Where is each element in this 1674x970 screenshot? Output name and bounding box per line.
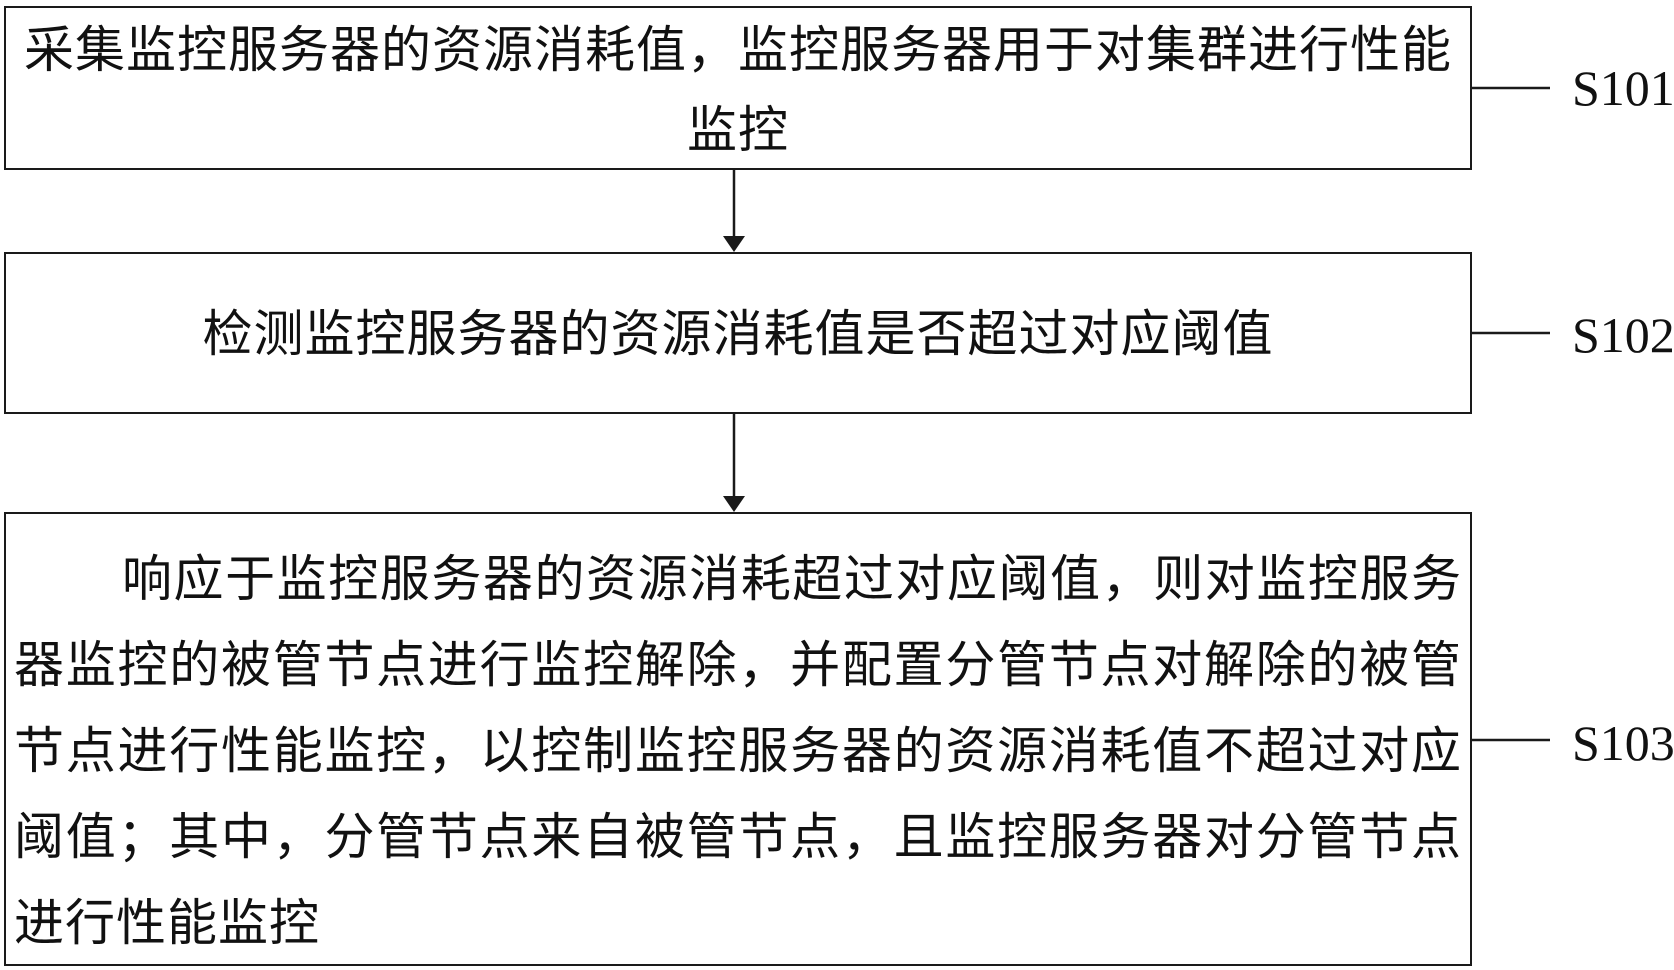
step-text-s103: 响应于监控服务器的资源消耗超过对应阈值，则对监控服务器监控的被管节点进行监控解除… — [14, 550, 1462, 952]
step-text-s101: 采集监控服务器的资源消耗值，监控服务器用于对集群进行性能监控 — [24, 21, 1452, 159]
step-box-s102: 检测监控服务器的资源消耗值是否超过对应阈值 — [4, 252, 1472, 414]
step-label-s102: S102 — [1572, 307, 1674, 363]
step-text-s102: 检测监控服务器的资源消耗值是否超过对应阈值 — [202, 305, 1274, 363]
arrow-head-s101-s102 — [723, 236, 745, 252]
step-box-s103: 响应于监控服务器的资源消耗超过对应阈值，则对监控服务器监控的被管节点进行监控解除… — [4, 512, 1472, 966]
step-label-s103: S103 — [1572, 715, 1674, 771]
arrow-head-s102-s103 — [723, 496, 745, 512]
step-box-s101: 采集监控服务器的资源消耗值，监控服务器用于对集群进行性能监控 — [4, 6, 1472, 170]
step-label-s101: S101 — [1572, 60, 1674, 116]
